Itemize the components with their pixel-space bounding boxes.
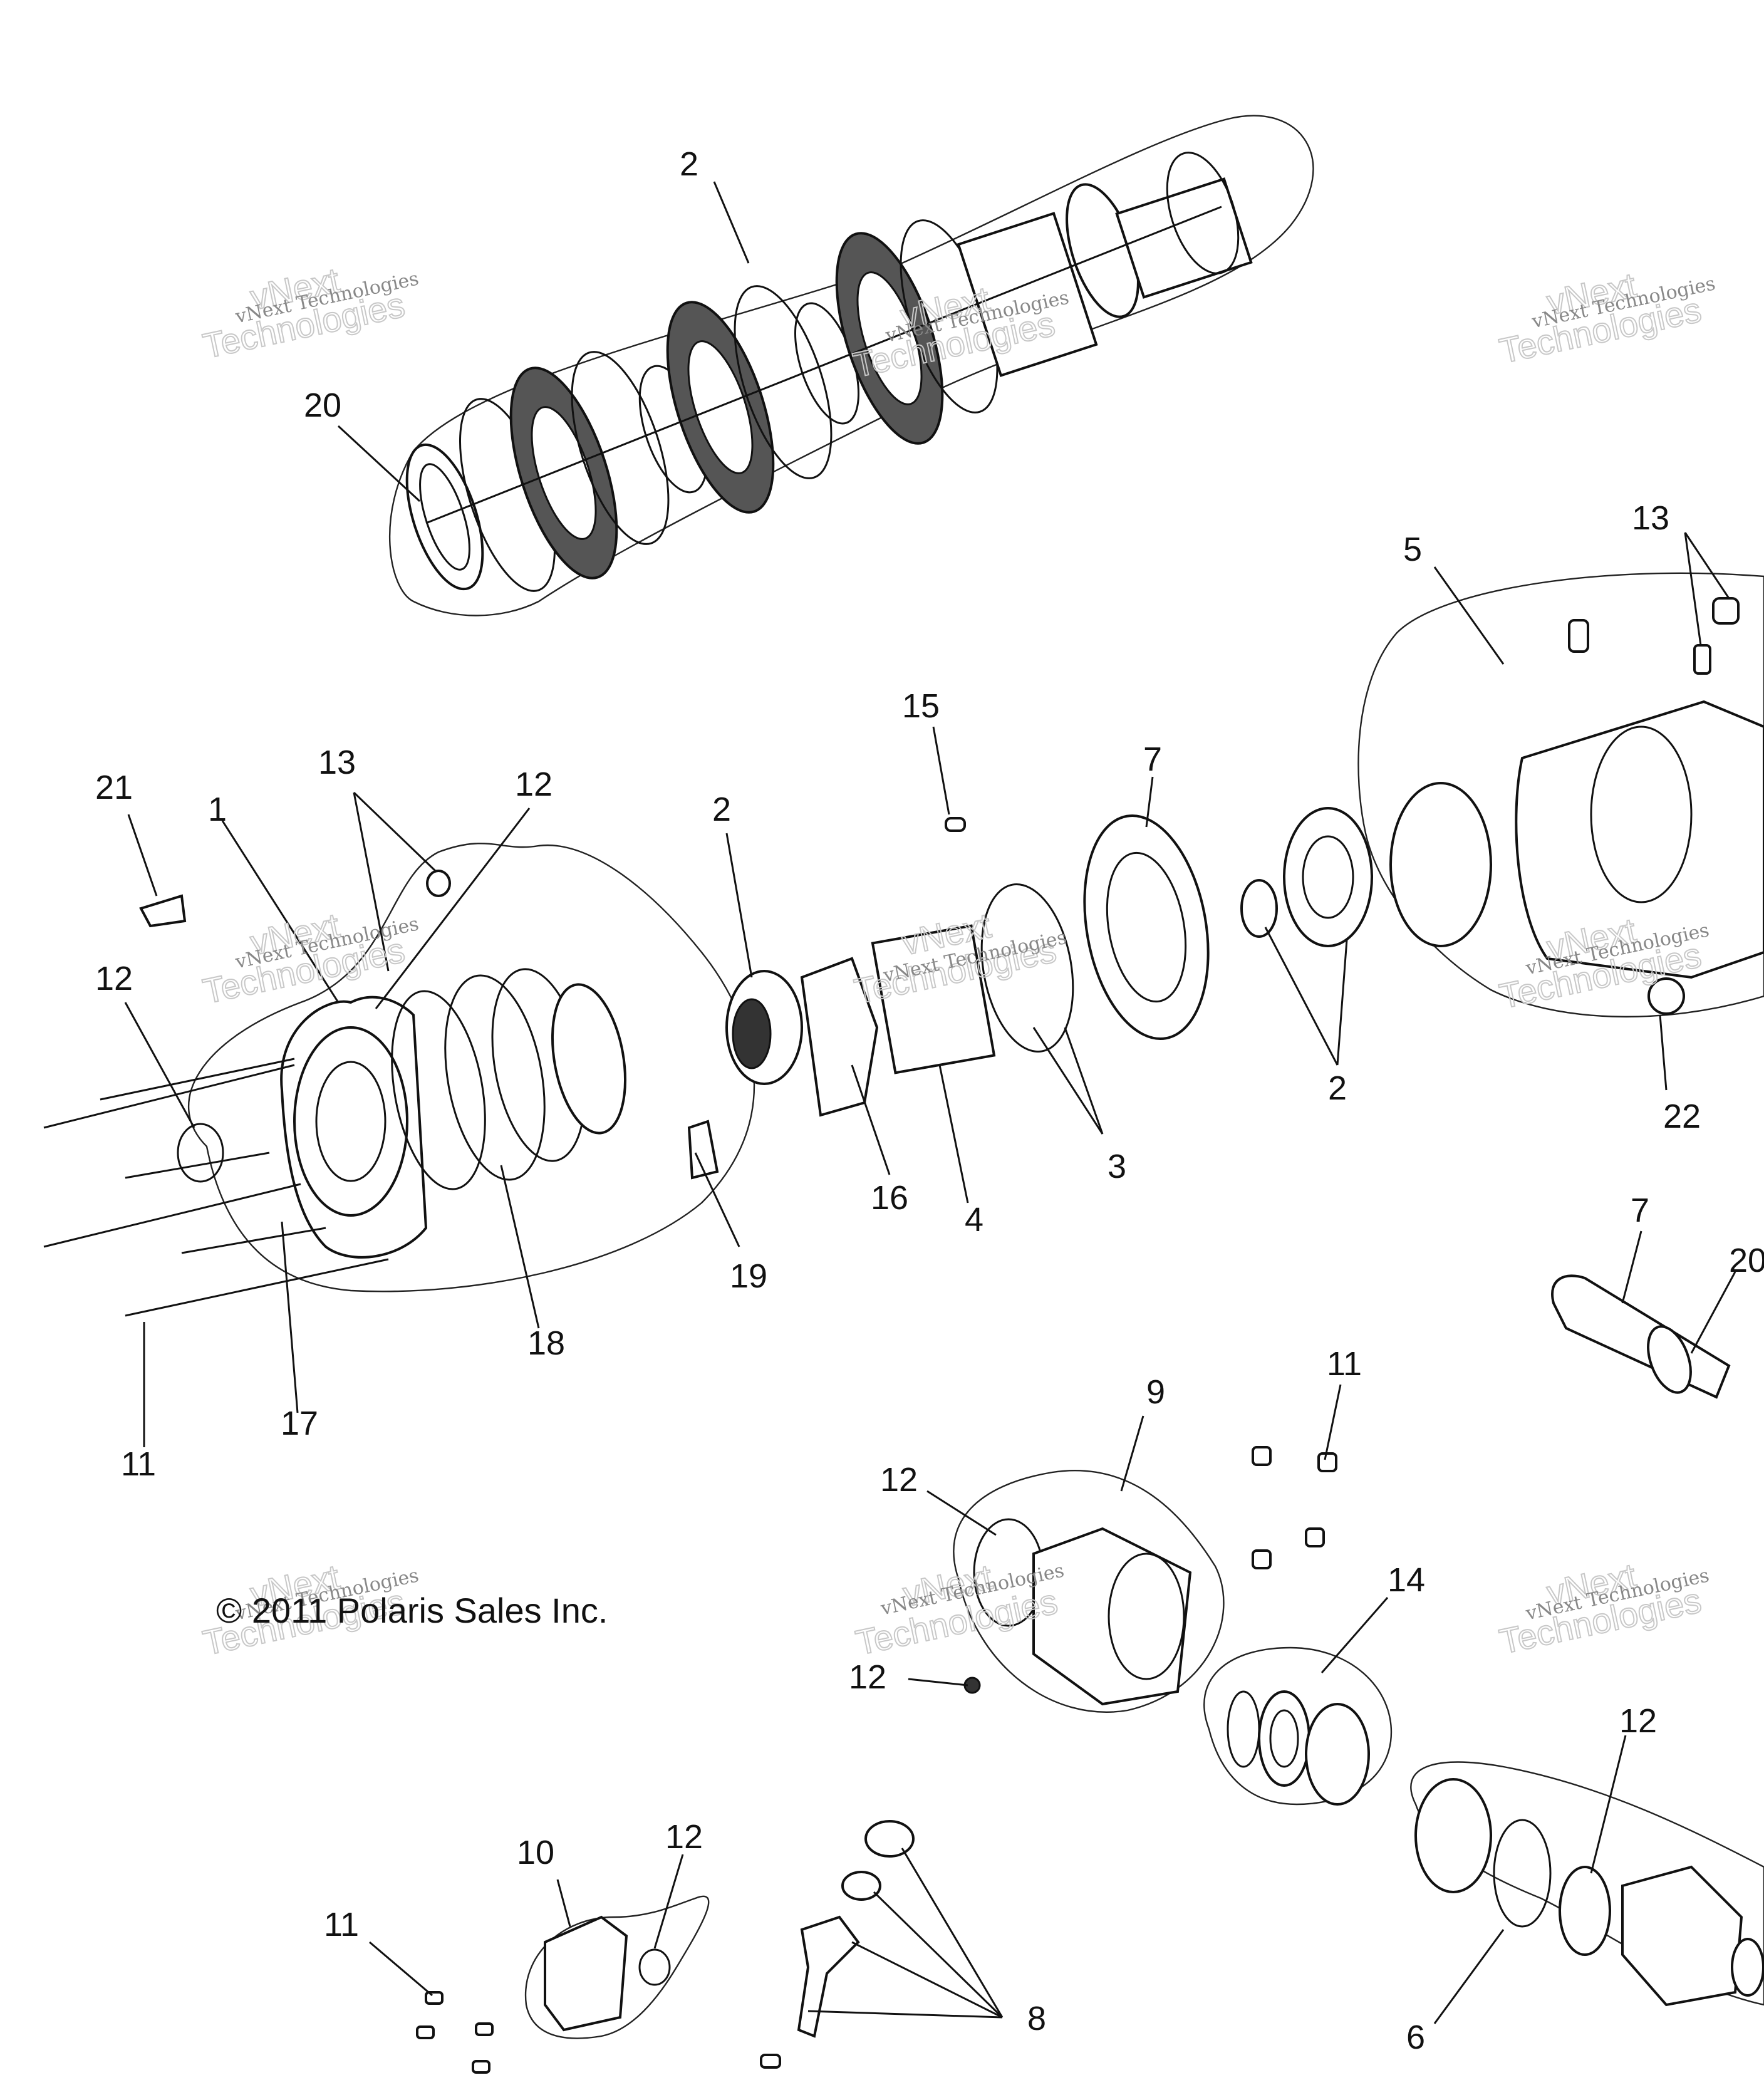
callout-4: 4 xyxy=(965,1201,983,1239)
clutch-pack-parts xyxy=(405,152,1253,592)
center-differential-parts xyxy=(725,807,1373,1117)
callout-18: 18 xyxy=(527,1324,565,1362)
copyright-notice: © 2011 Polaris Sales Inc. xyxy=(216,1591,608,1630)
watermark-top-center: Technologies vNext vNext Technologies xyxy=(849,278,1071,385)
bearings-parts xyxy=(1227,1690,1370,1806)
rear-housing-parts xyxy=(1389,597,1764,1015)
watermark-mid-left: Technologies vNext vNext Technologies xyxy=(199,905,421,1012)
pinion-shaft-parts xyxy=(1551,1274,1731,1399)
callout-11-mid: 11 xyxy=(1327,1345,1362,1383)
callout-12-bottom: 12 xyxy=(665,1818,703,1856)
callout-14: 14 xyxy=(1388,1561,1425,1599)
bubble-bearings-14 xyxy=(1203,1646,1393,1806)
callout-7-mid: 7 xyxy=(1143,741,1162,778)
bubble-gear-case-9 xyxy=(953,1470,1225,1713)
callout-21: 21 xyxy=(95,769,133,806)
callout-12-right: 12 xyxy=(1619,1702,1657,1740)
watermark-low-right: Technologies vNext vNext Technologies xyxy=(1495,1555,1711,1662)
bubble-clutch-pack xyxy=(388,115,1314,616)
callout-6: 6 xyxy=(1406,2019,1425,2056)
callout-22: 22 xyxy=(1663,1098,1701,1135)
callout-1: 1 xyxy=(208,791,227,828)
gear-case-parts xyxy=(963,1446,1337,1706)
callout-20-right: 20 xyxy=(1729,1242,1764,1279)
callouts: 2 20 5 13 15 7 2 21 1 13 12 12 2 22 3 16… xyxy=(95,145,1764,2056)
callout-13-left: 13 xyxy=(318,744,356,781)
callout-11-bottom: 11 xyxy=(324,1906,359,1943)
callout-2-top: 2 xyxy=(680,145,698,183)
actuator-parts xyxy=(544,1820,915,2069)
front-cover-parts xyxy=(139,870,719,1259)
callout-11-left: 11 xyxy=(121,1445,156,1483)
callout-2-right: 2 xyxy=(1328,1069,1347,1107)
callout-12-left-top: 12 xyxy=(515,766,553,803)
callout-19: 19 xyxy=(730,1257,767,1295)
callout-7-right: 7 xyxy=(1631,1192,1649,1229)
callout-9: 9 xyxy=(1146,1373,1165,1411)
callout-15: 15 xyxy=(902,687,940,725)
bubble-front-cover xyxy=(188,843,755,1292)
callout-12-housing: 12 xyxy=(880,1461,918,1499)
callout-17: 17 xyxy=(281,1405,318,1442)
callout-2-mid: 2 xyxy=(712,791,731,828)
bubble-rear-housing xyxy=(1357,572,1764,1018)
callout-12-nut: 12 xyxy=(849,1658,886,1696)
watermark-top-right: Technologies vNext vNext Technologies xyxy=(1495,264,1717,372)
leader-lines xyxy=(124,181,1736,2024)
bubble-output-6 xyxy=(1410,1761,1764,2006)
watermark-top-left: Technologies vNext vNext Technologies xyxy=(199,259,421,367)
screws xyxy=(43,1058,494,2074)
callout-12-left: 12 xyxy=(95,960,133,997)
callout-3: 3 xyxy=(1108,1148,1126,1185)
bubble-actuator-10 xyxy=(524,1895,710,2039)
callout-10: 10 xyxy=(517,1834,554,1871)
callout-13-right: 13 xyxy=(1632,499,1669,537)
callout-5: 5 xyxy=(1403,531,1422,568)
callout-20-top: 20 xyxy=(304,387,341,424)
callout-8: 8 xyxy=(1027,2000,1046,2037)
callout-16: 16 xyxy=(871,1179,908,1217)
output-parts xyxy=(1414,1778,1764,2007)
